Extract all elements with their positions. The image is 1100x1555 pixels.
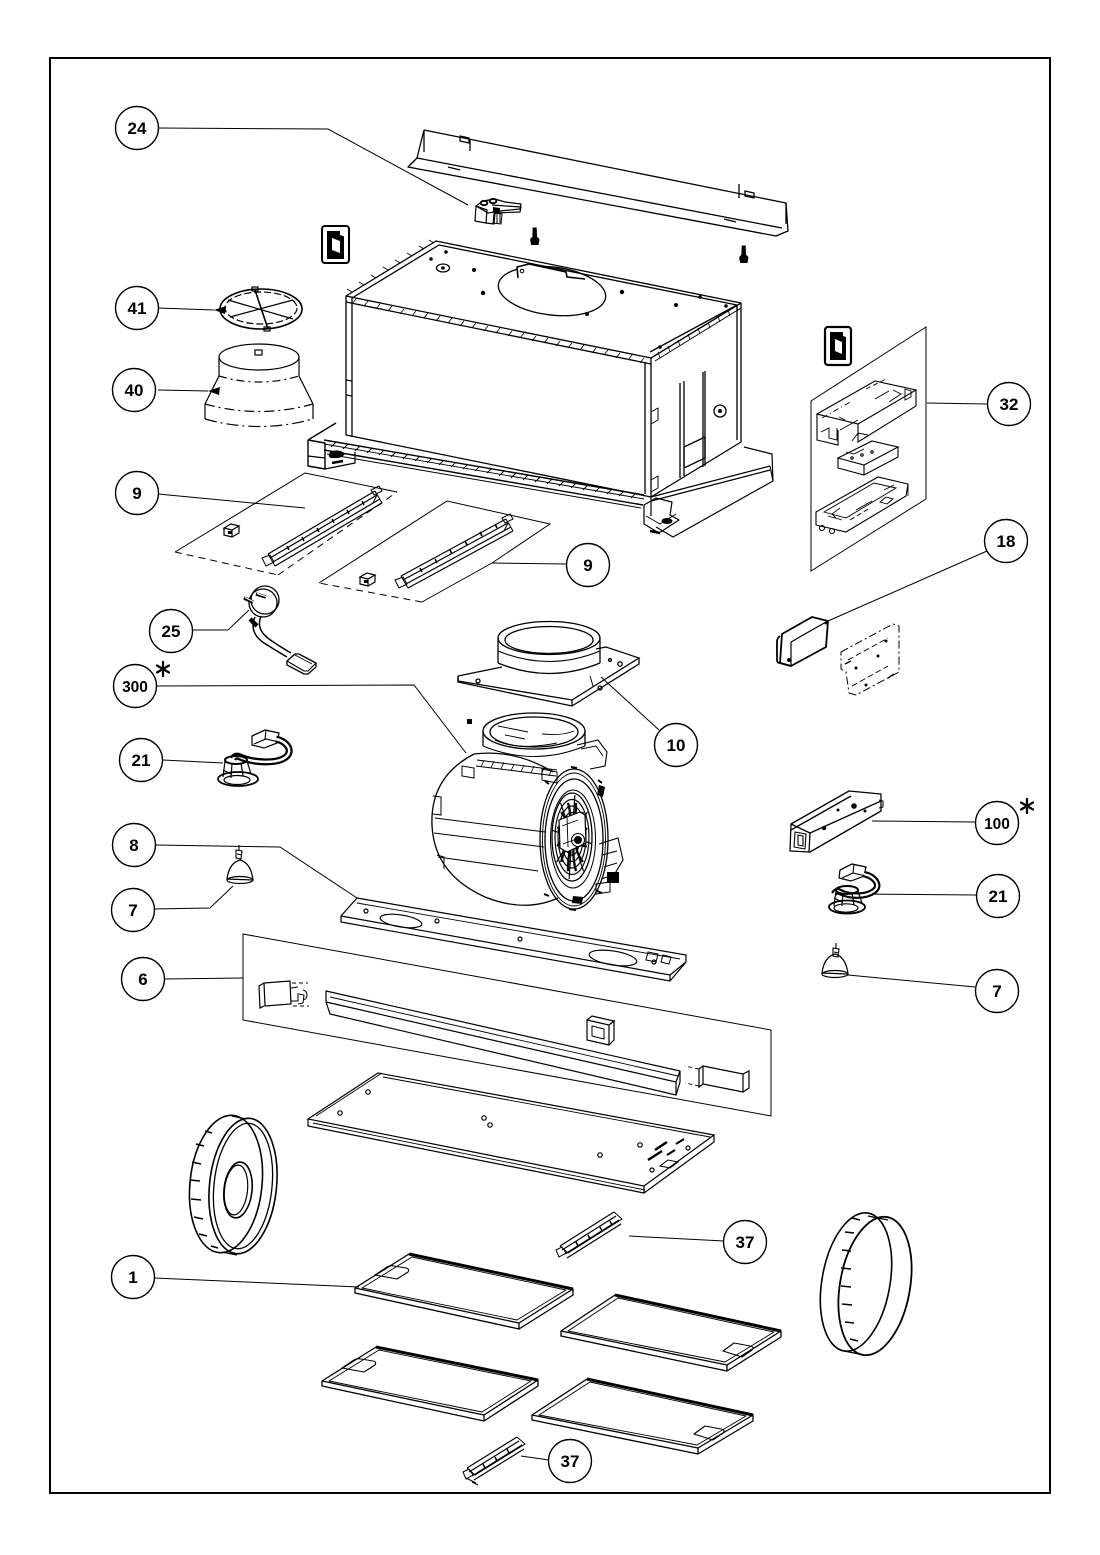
- svg-text:41: 41: [128, 299, 147, 318]
- svg-text:25: 25: [162, 622, 181, 641]
- svg-text:7: 7: [992, 982, 1001, 1001]
- svg-text:40: 40: [125, 381, 144, 400]
- svg-text:21: 21: [989, 887, 1008, 906]
- svg-text:100: 100: [984, 816, 1010, 833]
- svg-text:24: 24: [128, 119, 147, 138]
- svg-text:7: 7: [128, 901, 137, 920]
- svg-text:37: 37: [736, 1233, 755, 1252]
- svg-text:6: 6: [138, 970, 147, 989]
- svg-text:18: 18: [997, 532, 1016, 551]
- svg-text:21: 21: [132, 751, 151, 770]
- svg-text:300: 300: [122, 679, 148, 696]
- svg-text:9: 9: [132, 484, 141, 503]
- svg-text:9: 9: [583, 556, 592, 575]
- svg-text:1: 1: [128, 1268, 137, 1287]
- svg-text:8: 8: [129, 836, 138, 855]
- svg-text:37: 37: [561, 1452, 580, 1471]
- svg-text:10: 10: [667, 736, 686, 755]
- svg-text:32: 32: [1000, 395, 1019, 414]
